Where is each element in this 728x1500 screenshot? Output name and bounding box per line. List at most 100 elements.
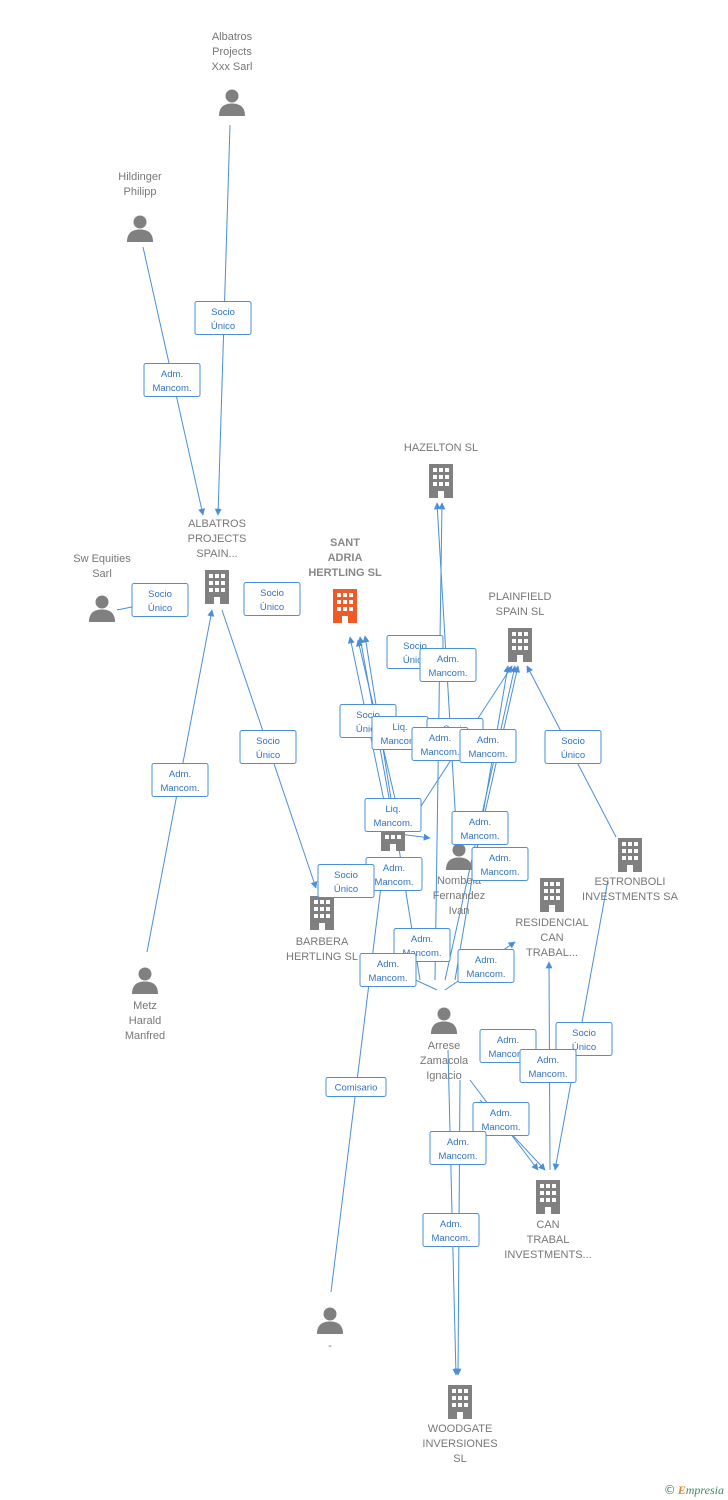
edge-label-text: Mancom. <box>373 818 412 829</box>
edge-label-text: Socio <box>211 307 235 318</box>
edge-label-frame <box>459 729 517 763</box>
edge-label-box[interactable]: Adm.Mancom. <box>519 1049 577 1083</box>
edge-label-text: Adm. <box>490 1108 512 1119</box>
edge-label-text: Adm. <box>411 934 433 945</box>
edge-label-text: Adm. <box>469 817 491 828</box>
node-label: Ignacio <box>426 1070 461 1082</box>
edge-label-box[interactable]: Adm.Mancom. <box>151 763 209 797</box>
edge-label-box[interactable]: Liq. Mancom. <box>364 798 422 832</box>
company-node-can-trabal[interactable]: CANTRABALINVESTMENTS... <box>504 1180 592 1261</box>
edge-label-text: Socio <box>403 641 427 652</box>
edge-label-text: Mancom. <box>528 1069 567 1080</box>
edge-label-text: Único <box>260 602 284 613</box>
node-label: Metz <box>133 1000 157 1012</box>
building-icon <box>333 589 357 623</box>
edge-label-text: Liq. <box>392 722 407 733</box>
edge-label-box[interactable]: Adm. Mancom. <box>422 1213 480 1247</box>
company-node-residencial[interactable]: RESIDENCIALCANTRABAL... <box>515 878 589 959</box>
edge-label-frame <box>239 730 297 764</box>
building-icon <box>429 464 453 498</box>
edge-label-text: Socio <box>256 736 280 747</box>
node-label: Nombela <box>437 875 482 887</box>
edge-label-text: Adm. <box>440 1219 462 1230</box>
edge-label-text: Mancom. <box>431 1233 470 1244</box>
edge-label-box[interactable]: Adm.Mancom. <box>429 1131 487 1165</box>
node-label: Manfred <box>125 1030 165 1042</box>
edge-label-frame <box>131 583 189 617</box>
person-icon <box>132 967 158 994</box>
node-label: ESTRONBOLI <box>595 876 666 888</box>
edge-label-frame <box>429 1131 487 1165</box>
edge-label-frame <box>243 582 301 616</box>
edge-label-box[interactable]: Adm.Mancom. <box>459 729 517 763</box>
edge-label-text: Único <box>334 884 358 895</box>
edge-label-frame <box>422 1213 480 1247</box>
edge-label-text: Único <box>148 603 172 614</box>
edge-label-box[interactable]: Adm.Mancom. <box>419 648 477 682</box>
edge-label-box[interactable]: Adm.Mancom. <box>472 1102 530 1136</box>
edge-label-box[interactable]: Adm.Mancom. <box>359 953 417 987</box>
node-label: CAN <box>536 1219 559 1231</box>
edge-label-frame <box>519 1049 577 1083</box>
node-label: ALBATROS <box>188 518 246 530</box>
node-label: TRABAL <box>527 1234 570 1246</box>
node-label: INVERSIONES <box>422 1438 497 1450</box>
edge-label-text: Socio <box>561 736 585 747</box>
edge-label-text: Mancom. <box>466 969 505 980</box>
edge-label-box[interactable]: Adm.Mancom. <box>143 363 201 397</box>
copyright-symbol: © <box>663 1483 676 1497</box>
edge-label-text: Adm. <box>489 853 511 864</box>
empresia-footer[interactable]: ©Empresia <box>664 1483 724 1498</box>
edge-label-box[interactable]: Adm.Mancom. <box>471 847 529 881</box>
edge-label-text: Socio <box>356 710 380 721</box>
brand-name: mpresia <box>685 1483 724 1497</box>
edge-label-frame <box>325 1077 387 1097</box>
edge-label-text: Adm. <box>383 863 405 874</box>
edge-label-text: Liq. <box>385 804 400 815</box>
building-icon <box>618 838 642 872</box>
edge-label-box[interactable]: Adm.Mancom. <box>451 811 509 845</box>
person-node-dash-person[interactable]: - <box>317 1307 343 1353</box>
edge-label-frame <box>544 730 602 764</box>
edge-label-text: Mancom. <box>402 948 441 959</box>
company-node-albatros-spain[interactable]: ALBATROSPROJECTSSPAIN... <box>188 518 247 604</box>
edge-label-frame <box>364 798 422 832</box>
person-icon <box>219 89 245 116</box>
edge-label-text: Mancom. <box>468 749 507 760</box>
edge-label-box[interactable]: Adm.Mancom. <box>457 949 515 983</box>
edge-label-text: Único <box>356 724 380 735</box>
edge-label-text: Mancom. <box>488 1049 527 1060</box>
node-label: Harald <box>129 1015 161 1027</box>
edge-label-frame <box>359 953 417 987</box>
building-icon <box>205 570 229 604</box>
edge-label-text: Mancom. <box>420 747 459 758</box>
edge-label-frame <box>451 811 509 845</box>
edge-label-text: Socio <box>148 589 172 600</box>
company-node-hazelton[interactable]: HAZELTON SL <box>404 442 478 498</box>
building-icon <box>448 1385 472 1419</box>
edge-label-text: Socio <box>260 588 284 599</box>
node-label: Zamacola <box>420 1055 469 1067</box>
edge-label-box[interactable]: Comisario <box>325 1077 387 1097</box>
edge-label-frame <box>419 648 477 682</box>
node-label: Fernandez <box>433 890 486 902</box>
node-label: Arrese <box>428 1040 460 1052</box>
